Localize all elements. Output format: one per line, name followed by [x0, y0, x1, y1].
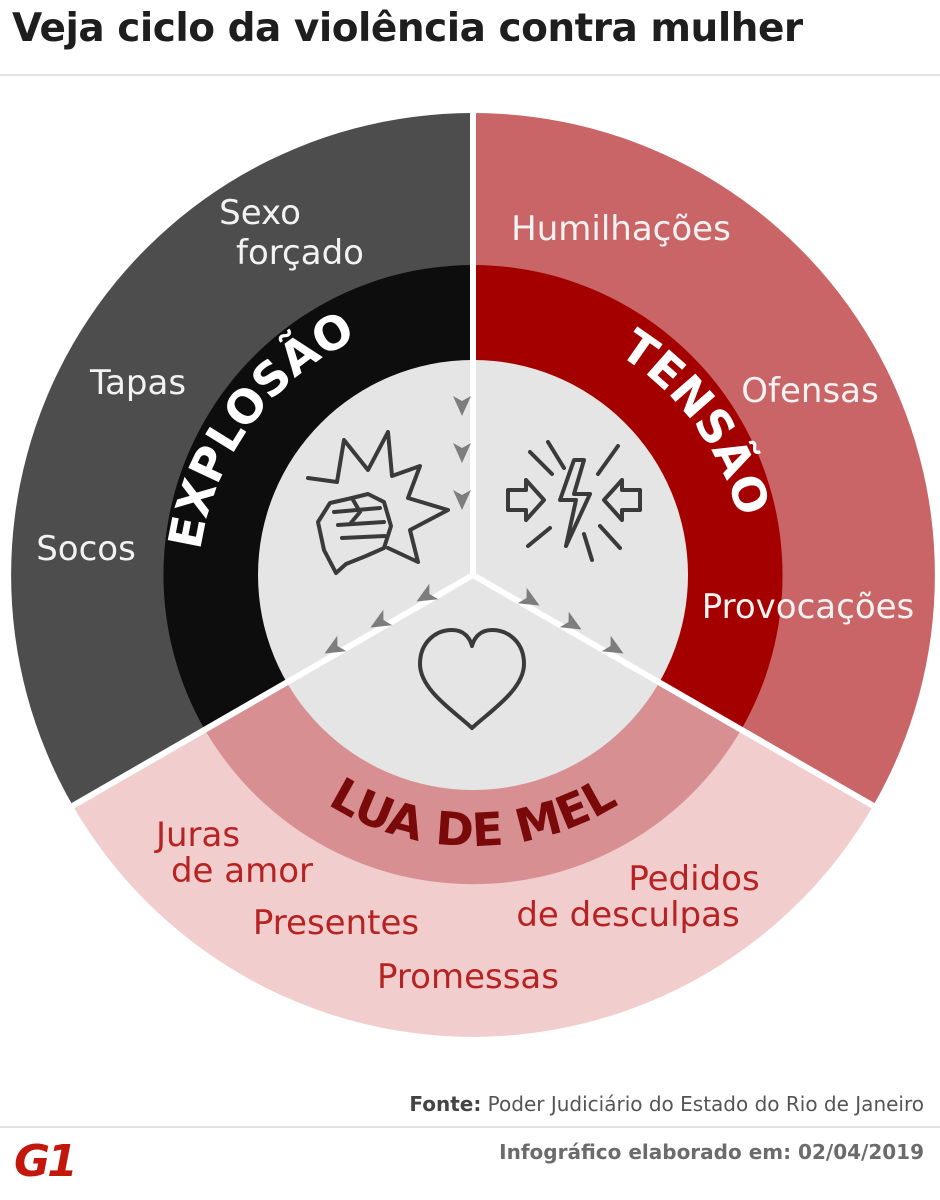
source-text: Poder Judiciário do Estado do Rio de Jan…	[481, 1092, 924, 1116]
lua-item-presentes: Presentes	[253, 903, 419, 943]
heart-icon	[418, 628, 526, 730]
g1-logo: G1	[14, 1136, 78, 1184]
lua-item-promessas: Promessas	[377, 957, 559, 997]
tensao-item-ofensas: Ofensas	[741, 371, 878, 411]
infographic-date: Infográfico elaborado em: 02/04/2019	[499, 1140, 924, 1164]
lua-item-juras: Juras	[154, 815, 240, 855]
lightning-compression-icon	[506, 440, 642, 562]
page-title: Veja ciclo da violência contra mulher	[12, 6, 803, 51]
g1-logo-text: G1	[14, 1136, 75, 1184]
violence-cycle-diagram: EXPLOSÃO TENSÃO LUA DE MEL Sexo forçado …	[11, 108, 935, 1037]
explosao-item-tapas: Tapas	[89, 363, 186, 403]
explosao-item-forcado: forçado	[236, 233, 364, 273]
tensao-item-humilhacoes: Humilhações	[511, 209, 731, 249]
lua-item-de-amor: de amor	[171, 851, 313, 891]
source-note: Fonte: Poder Judiciário do Estado do Rio…	[409, 1092, 924, 1116]
footer-divider	[0, 1126, 940, 1128]
tensao-item-provocacoes: Provocações	[702, 587, 915, 627]
explosao-item-socos: Socos	[36, 529, 136, 569]
explosao-item-sexo: Sexo	[219, 193, 301, 233]
fist-explosion-icon	[306, 430, 450, 575]
title-divider	[0, 74, 940, 76]
lua-item-pedidos: Pedidos	[628, 859, 759, 899]
lua-item-de-desculpas: de desculpas	[516, 895, 739, 935]
sector-dividers	[67, 108, 879, 811]
source-label: Fonte:	[409, 1092, 482, 1116]
